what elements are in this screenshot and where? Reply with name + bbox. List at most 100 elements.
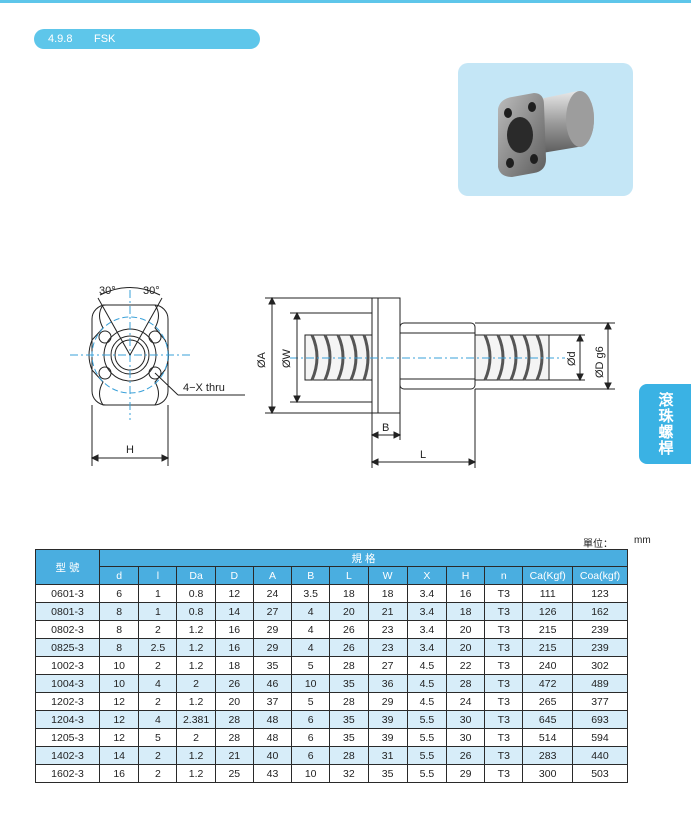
table-cell: 693 (571, 710, 629, 729)
table-cell: 2 (138, 620, 178, 639)
table-cell: T3 (484, 746, 524, 765)
model-cell: 0825-3 (34, 638, 101, 657)
table-cell: 4.5 (406, 692, 448, 711)
table-cell: 6 (291, 710, 331, 729)
table-cell: 2 (138, 746, 178, 765)
model-cell: 1205-3 (34, 728, 101, 747)
table-cell: 4 (291, 602, 331, 621)
table-cell: 1.2 (176, 746, 216, 765)
table-cell: 6 (99, 584, 140, 603)
table-cell: 23 (367, 620, 408, 639)
table-cell: 5.5 (406, 728, 448, 747)
column-header: L (329, 566, 369, 585)
table-cell: 29 (445, 764, 486, 783)
table-cell: T3 (484, 764, 524, 783)
holes-label: 4−X thru (183, 382, 225, 394)
table-cell: 25 (214, 764, 254, 783)
table-cell: 1.2 (176, 620, 216, 639)
table-cell: 3.4 (406, 620, 448, 639)
dim-phid-label: Ød (566, 351, 578, 366)
table-cell: 16 (214, 620, 254, 639)
dim-L-label: L (420, 449, 426, 461)
unit-label: 單位： (583, 539, 613, 550)
table-cell: 39 (367, 728, 408, 747)
table-cell: 39 (367, 710, 408, 729)
table-cell: 46 (252, 674, 293, 693)
table-cell: 18 (445, 602, 486, 621)
product-photo (458, 63, 633, 196)
model-cell: 1004-3 (34, 674, 101, 693)
table-cell: 0.8 (176, 602, 216, 621)
table-cell: 2 (138, 656, 178, 675)
table-cell: 40 (252, 746, 293, 765)
column-header: Da (176, 566, 216, 585)
table-cell: 3.4 (406, 602, 448, 621)
table-cell: T3 (484, 584, 524, 603)
table-cell: 28 (329, 656, 369, 675)
table-cell: 5.5 (406, 764, 448, 783)
table-cell: 29 (252, 638, 293, 657)
side-view (265, 296, 615, 468)
table-cell: 1 (138, 584, 178, 603)
section-header: 4.9.8 FSK (34, 29, 260, 49)
model-cell: 0601-3 (34, 584, 101, 603)
table-cell: 18 (329, 584, 369, 603)
table-cell: 6 (291, 746, 331, 765)
table-cell: 16 (214, 638, 254, 657)
angle-label-left: 30° (99, 285, 116, 297)
table-cell: 24 (252, 584, 293, 603)
table-cell: 37 (252, 692, 293, 711)
column-header: H (445, 566, 486, 585)
table-cell: 1 (138, 602, 178, 621)
table-cell: 12 (99, 728, 140, 747)
table-cell: 14 (99, 746, 140, 765)
table-cell: 8 (99, 602, 140, 621)
table-cell: 4 (138, 674, 178, 693)
table-cell: 26 (329, 620, 369, 639)
table-cell: 24 (445, 692, 486, 711)
table-cell: T3 (484, 620, 524, 639)
table-cell: T3 (484, 638, 524, 657)
table-cell: 43 (252, 764, 293, 783)
table-cell: 28 (214, 728, 254, 747)
column-header: n (484, 566, 524, 585)
table-cell: 30 (445, 728, 486, 747)
model-cell: 0802-3 (34, 620, 101, 639)
table-cell: 377 (571, 692, 629, 711)
table-cell: 35 (367, 764, 408, 783)
column-header: d (99, 566, 140, 585)
table-cell: 1.2 (176, 692, 216, 711)
table-cell: 30 (445, 710, 486, 729)
table-cell: 14 (214, 602, 254, 621)
table-cell: 12 (99, 692, 140, 711)
table-cell: 2 (176, 728, 216, 747)
table-cell: 21 (214, 746, 254, 765)
table-cell: 2.5 (138, 638, 178, 657)
table-cell: 5 (138, 728, 178, 747)
table-cell: 239 (571, 620, 629, 639)
table-cell: 21 (367, 602, 408, 621)
table-cell: 2 (138, 692, 178, 711)
table-cell: 489 (571, 674, 629, 693)
top-accent-line (0, 0, 691, 3)
table-cell: 5 (291, 656, 331, 675)
flange-nut-illustration (498, 91, 594, 177)
table-cell: 16 (445, 584, 486, 603)
column-header: X (406, 566, 448, 585)
table-cell: 0.8 (176, 584, 216, 603)
technical-drawing: 30° 30° 4−X thru H (70, 285, 615, 468)
model-cell: 1204-3 (34, 710, 101, 729)
table-cell: 26 (329, 638, 369, 657)
table-cell: 3.4 (406, 638, 448, 657)
table-cell: 18 (367, 584, 408, 603)
table-cell: 18 (214, 656, 254, 675)
table-cell: 10 (291, 674, 331, 693)
